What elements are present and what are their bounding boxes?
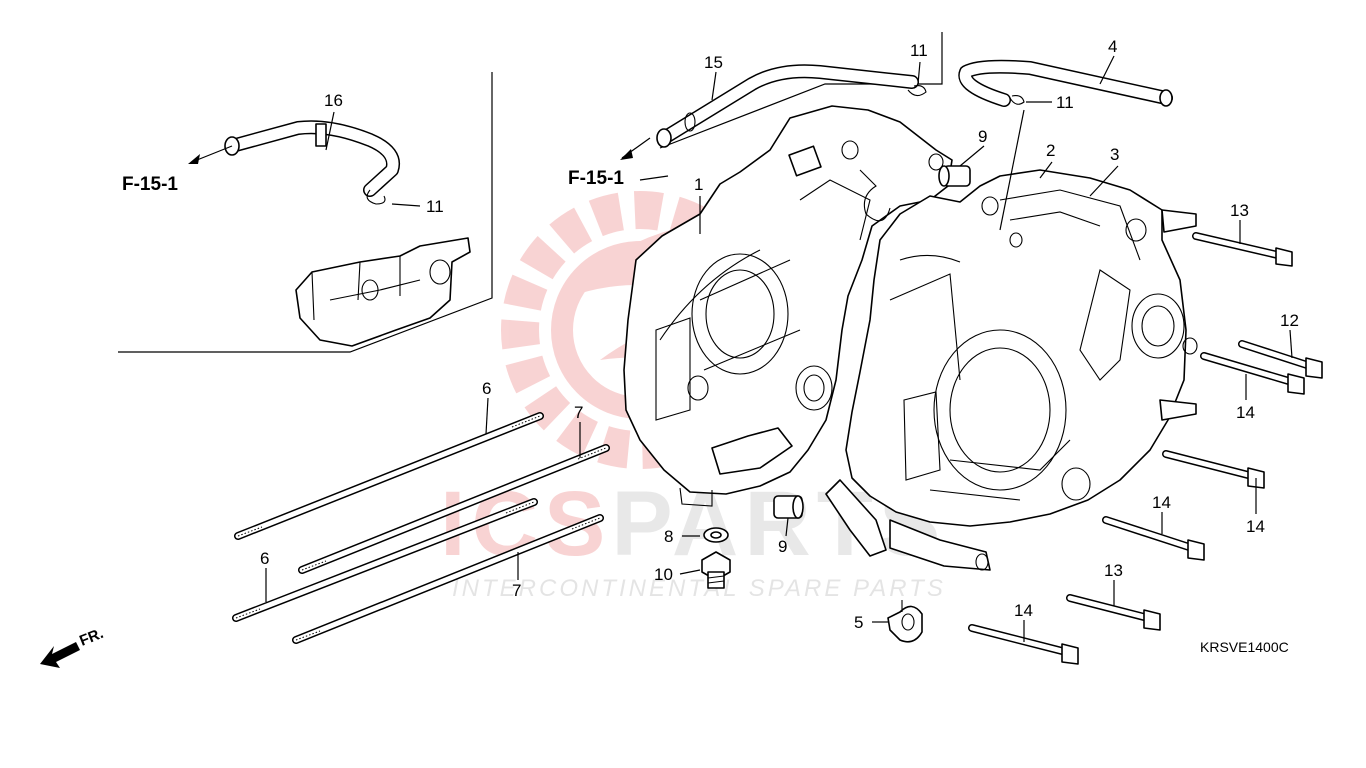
- watermark-tagline: INTERCONTINENTAL SPARE PARTS: [452, 575, 946, 602]
- callout-1: 1: [694, 175, 703, 194]
- reference-f-15-1-inset: F-15-1: [122, 174, 178, 195]
- callout-7-lower: 7: [512, 581, 521, 600]
- callout-9-upper: 9: [978, 127, 987, 146]
- callout-11-inset: 11: [426, 197, 444, 216]
- callout-4: 4: [1108, 37, 1117, 56]
- callout-11-top: 11: [910, 41, 928, 60]
- callout-11-right: 11: [1056, 93, 1074, 112]
- flange-bolts: [968, 232, 1323, 665]
- bolt-13-lower: [1066, 594, 1161, 631]
- callout-13-lower: 13: [1104, 561, 1123, 580]
- callout-14-a: 14: [1236, 403, 1255, 422]
- breather-tube-inset: [224, 120, 400, 205]
- callout-14-d: 14: [1014, 601, 1033, 620]
- bolt-14-a: [1200, 352, 1305, 395]
- callout-13-upper: 13: [1230, 201, 1249, 220]
- dowel-pin-lower: [773, 495, 804, 519]
- callout-6-lower: 6: [260, 549, 269, 568]
- callout-7-upper: 7: [574, 403, 583, 422]
- left-crankcase-half: [623, 105, 953, 507]
- sealing-washer: [703, 527, 729, 543]
- direction-label: FR.: [77, 625, 106, 650]
- bolt-14-d: [968, 624, 1079, 665]
- callout-6-upper: 6: [482, 379, 491, 398]
- stud-bolts: [232, 412, 610, 644]
- breather-hose-15: [656, 64, 927, 148]
- drain-bolt: [701, 551, 731, 589]
- callout-8: 8: [664, 527, 673, 546]
- callout-15: 15: [704, 53, 723, 72]
- callout-9-lower: 9: [778, 537, 787, 556]
- inset-frame: [118, 72, 493, 353]
- hose-4: [958, 59, 1173, 107]
- bolt-12: [1238, 340, 1323, 379]
- dowel-pin-upper: [938, 165, 971, 187]
- callouts: 1 2 3 4 5 6 6 7 7 8 9 9 10 11 11 11 12 1…: [260, 37, 1299, 632]
- callout-10: 10: [654, 565, 673, 584]
- cable-clamp: [887, 600, 923, 643]
- callout-5: 5: [854, 613, 863, 632]
- bolt-14-c: [1102, 516, 1205, 561]
- crankcase-inset-fragment: [295, 237, 471, 347]
- callout-14-c: 14: [1152, 493, 1171, 512]
- callout-12: 12: [1280, 311, 1299, 330]
- callout-3: 3: [1110, 145, 1119, 164]
- callout-16: 16: [324, 91, 343, 110]
- bolt-13-upper: [1192, 232, 1293, 267]
- front-direction-arrow: FR.: [40, 625, 106, 668]
- callout-2: 2: [1046, 141, 1055, 160]
- leader-lines: [265, 55, 1293, 642]
- bolt-14-b: [1162, 450, 1265, 489]
- reference-f-15-1: F-15-1: [568, 168, 624, 189]
- diagram-code: KRSVE1400C: [1200, 639, 1289, 655]
- right-crankcase-half: [825, 169, 1198, 571]
- callout-14-b: 14: [1246, 517, 1265, 536]
